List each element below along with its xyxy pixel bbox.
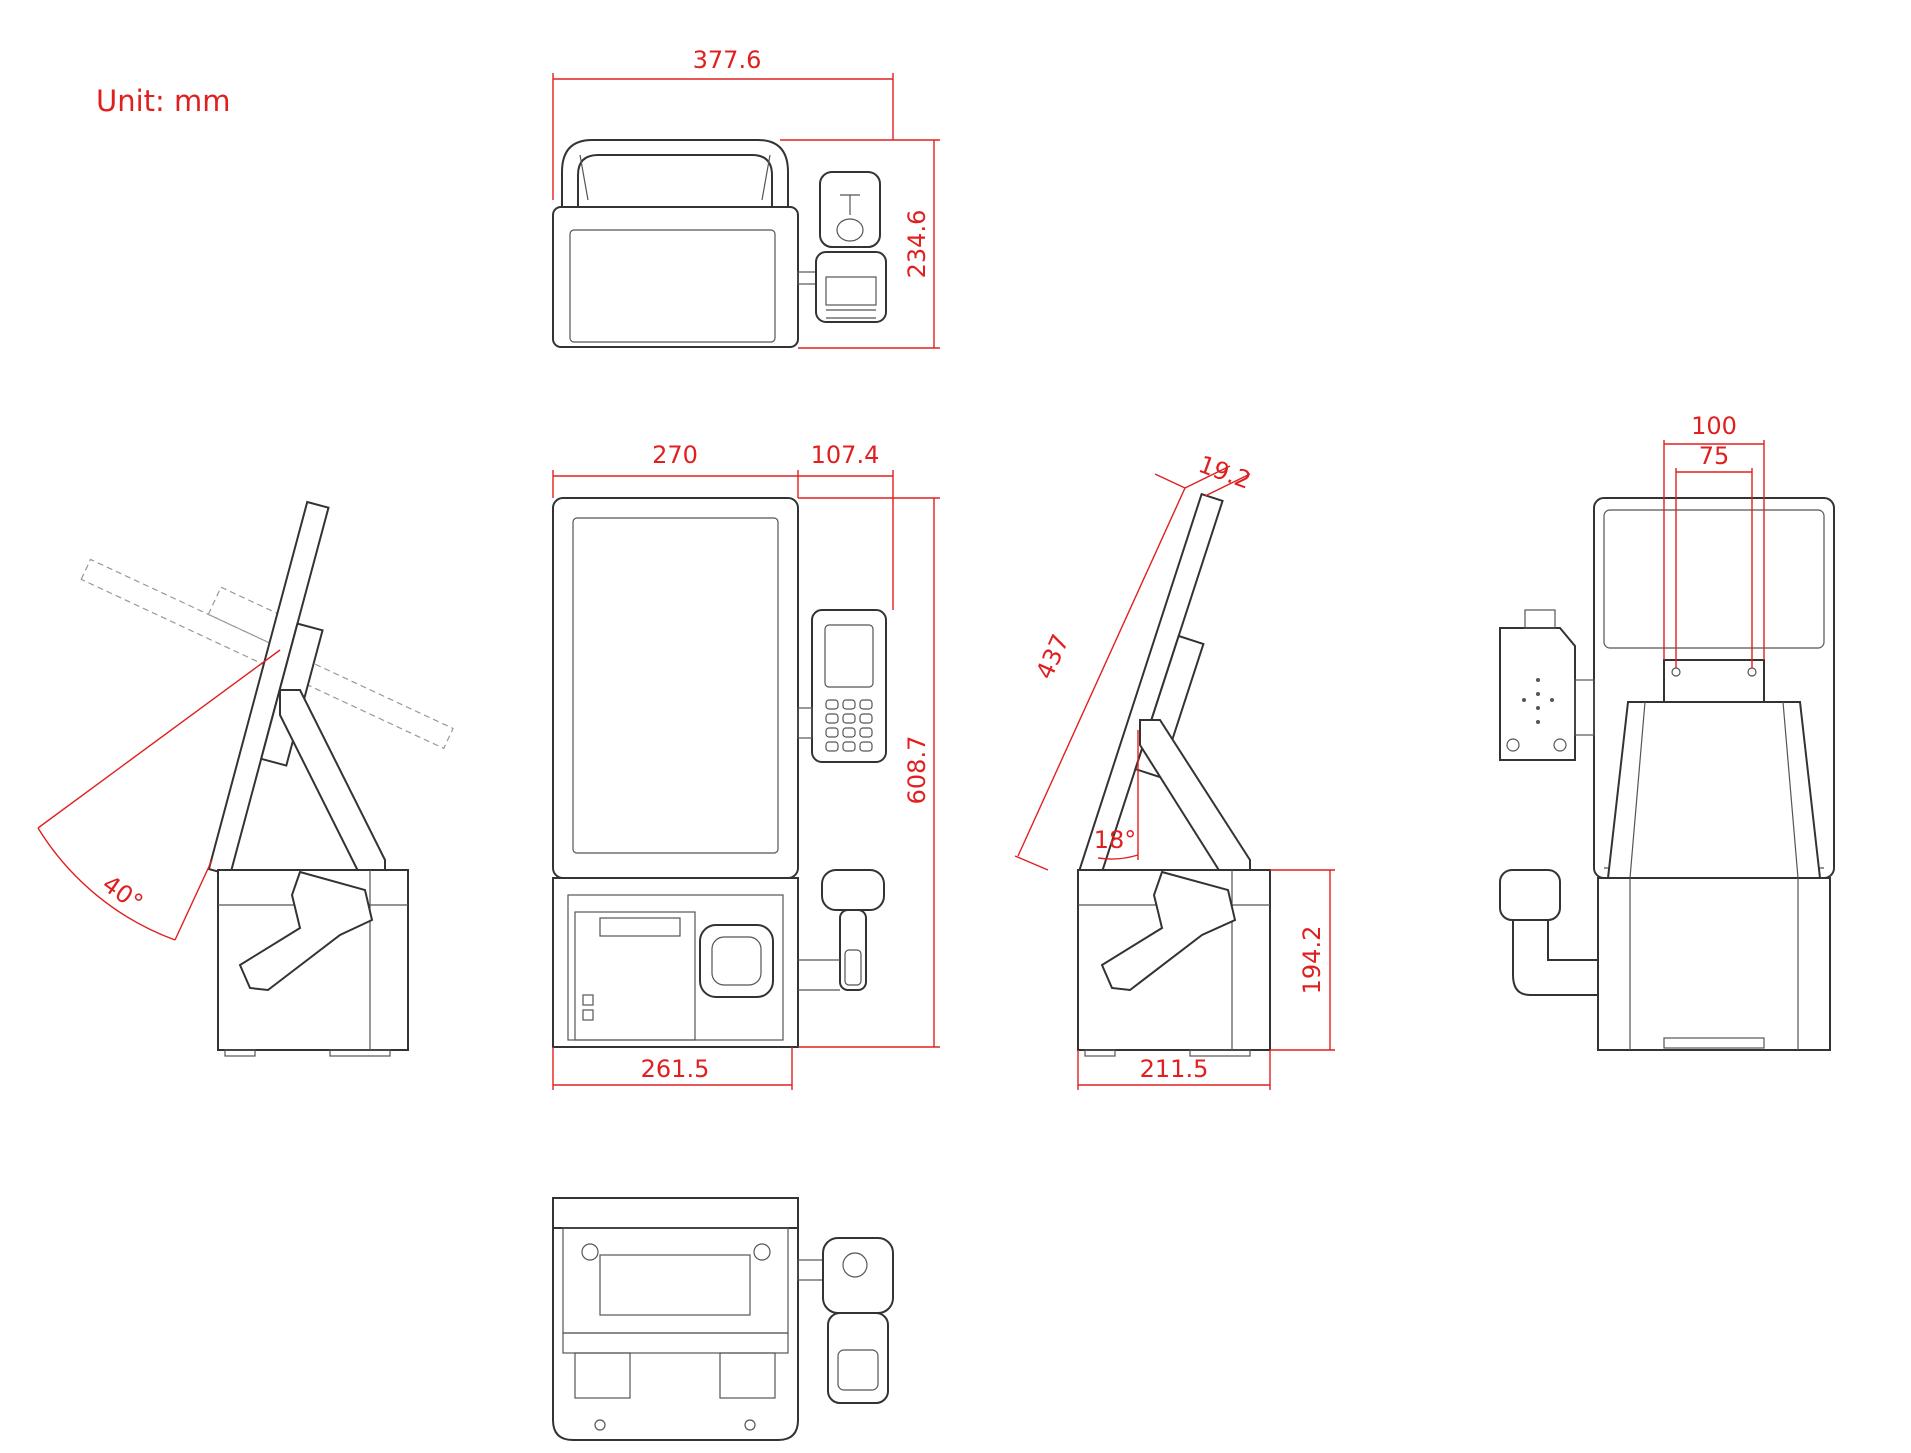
top-depth-label: 234.6 xyxy=(903,210,931,279)
tilt-angle-label: 18° xyxy=(1094,826,1137,854)
front-height-label: 608.7 xyxy=(903,736,931,805)
rear-view: 100 75 xyxy=(1499,412,1835,1051)
vesa-inner-label: 75 xyxy=(1699,442,1730,470)
base-depth-label: 211.5 xyxy=(1140,1055,1209,1083)
top-view: 377.6 234.6 xyxy=(552,46,940,349)
left-side-view: 40° xyxy=(37,500,454,1057)
right-side-view: 437 19.2 18° 194.2 211.5 xyxy=(1014,450,1335,1090)
base-height-label: 194.2 xyxy=(1298,926,1326,995)
screen-thickness-label: 19.2 xyxy=(1195,450,1255,495)
vesa-outer-label: 100 xyxy=(1691,412,1737,440)
front-view: 270 107.4 608.7 261.5 xyxy=(552,441,940,1090)
screen-length-label: 437 xyxy=(1031,630,1075,683)
top-width-label: 377.6 xyxy=(693,46,762,74)
tilt-range-label: 40° xyxy=(97,870,148,917)
front-base-width-label: 261.5 xyxy=(641,1055,710,1083)
unit-label: Unit: mm xyxy=(96,84,231,118)
front-side-width-label: 107.4 xyxy=(811,441,880,469)
bottom-view xyxy=(552,1197,894,1441)
front-screen-width-label: 270 xyxy=(652,441,698,469)
